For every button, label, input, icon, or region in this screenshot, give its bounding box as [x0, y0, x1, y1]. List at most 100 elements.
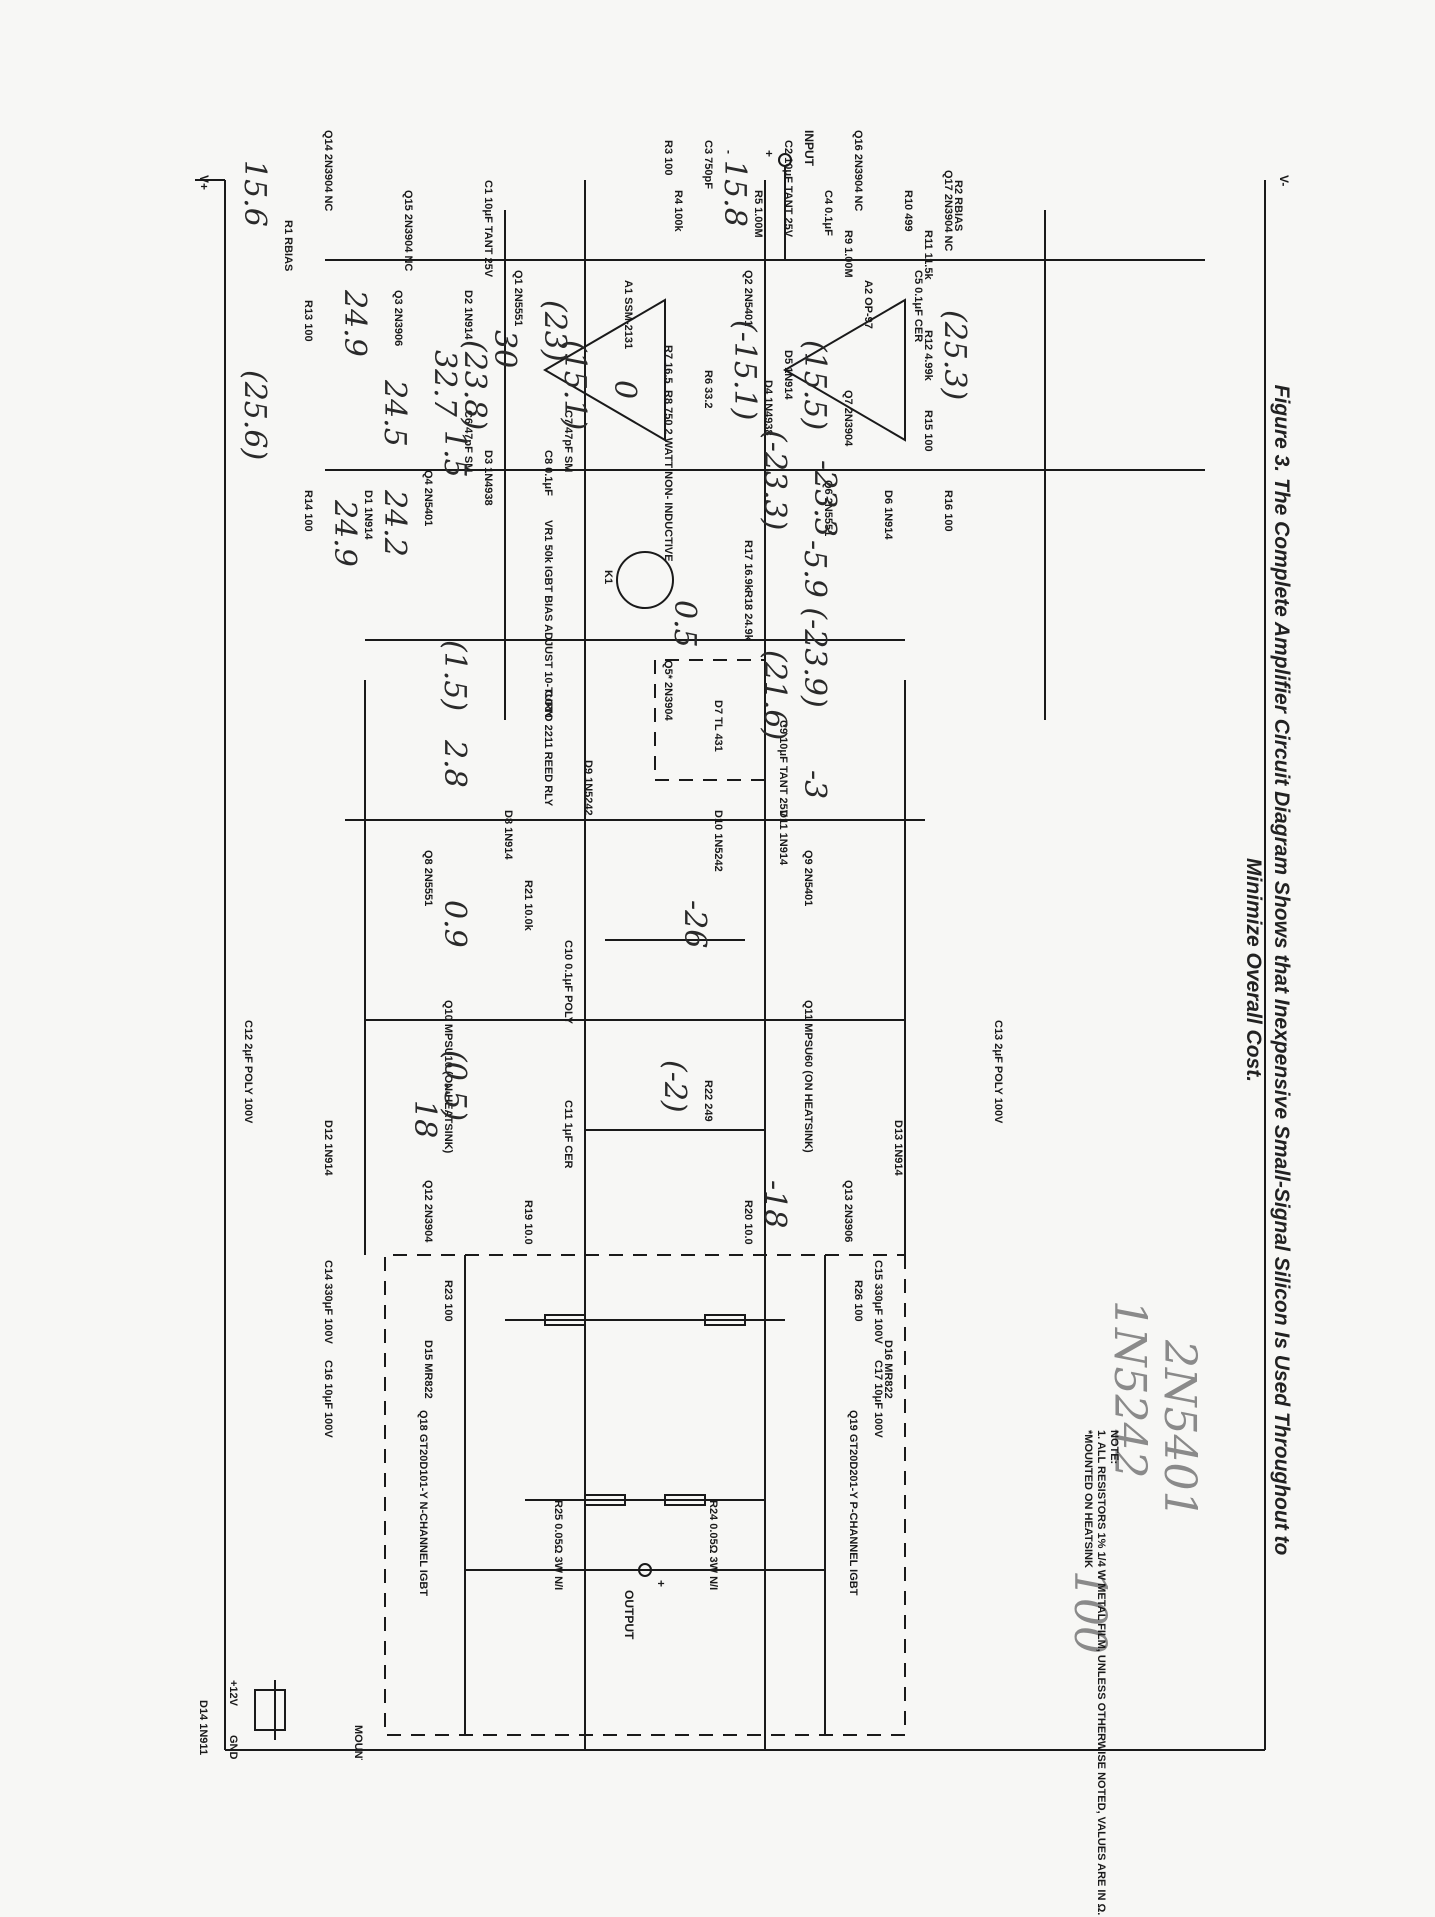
- vminus-label-bottom: V-: [1277, 175, 1291, 186]
- r10-label: R10 499: [902, 190, 914, 232]
- q4-label: Q4 2N5401: [422, 470, 434, 526]
- c3-label: C3 750pF: [702, 140, 714, 189]
- q7-label: Q7 2N3904: [842, 390, 854, 447]
- c10-label: C10 0.1μF POLY: [562, 940, 574, 1025]
- c6-label: C6 47pF SM: [462, 410, 474, 472]
- relay-k1: [616, 551, 674, 609]
- r11-label: R11 11.5k: [922, 230, 934, 280]
- r13-label: R13 100: [302, 300, 314, 342]
- d2-label: D2 1N914: [462, 290, 474, 340]
- r23-label: R23 100: [442, 1280, 454, 1322]
- r26-label: R26 100: [852, 1280, 864, 1322]
- q2-label: Q2 2N5401: [742, 270, 754, 326]
- output-terminal[interactable]: [638, 1563, 652, 1577]
- hand-n27: (25.3): [937, 310, 972, 400]
- c7-label: C7 47pF SM: [562, 410, 574, 472]
- hand-n26: (15.5): [797, 340, 832, 430]
- caption-line1: Figure 3. The Complete Amplifier Circuit…: [1270, 384, 1293, 1556]
- d16-label: D16 MR822: [882, 1340, 894, 1399]
- note-line2: *MOUNTED ON HEATSINK: [1082, 1430, 1094, 1568]
- d5-label: D5 1N914: [782, 350, 794, 400]
- q13-label: Q13 2N3906: [842, 1180, 854, 1242]
- vr1-label: VR1 50k IGBT BIAS ADJUST 10-TURN: [542, 520, 554, 718]
- hand-n4: 24.5: [377, 379, 412, 447]
- relay-supply: [254, 1680, 286, 1740]
- c9-label: C9 10μF TANT 25V: [777, 720, 789, 818]
- c16-label: C16 10μF 100V: [322, 1360, 334, 1438]
- c1-label: C1 10μF TANT 25V: [482, 180, 494, 278]
- c12-label: C12 2μF POLY 100V: [242, 1020, 254, 1124]
- hand-n21: -23.3: [807, 460, 842, 537]
- hand-n1: (25.6): [237, 370, 272, 460]
- q17-label: Q17 2N3904 NC: [942, 170, 954, 251]
- rotated-schematic-frame: V+ V- MOUNTED ON HEATSINK OUTPUT +: [185, 120, 1325, 1760]
- hand-n33: 1N5242: [1104, 1300, 1155, 1478]
- input-plus-label: +: [762, 150, 776, 157]
- q9-label: Q9 2N5401: [802, 850, 814, 906]
- hand-n14: (-2): [657, 1060, 692, 1113]
- amplifier-schematic: V+ V- MOUNTED ON HEATSINK OUTPUT +: [195, 130, 1291, 1760]
- r5-label: R5 1.00M: [752, 190, 764, 238]
- r18-label: R18 24.9k: [742, 590, 754, 642]
- d4-label: D4 1N4938: [762, 380, 774, 436]
- r8-label: R8 750 2 WATT NON- INDUCTIVE: [662, 390, 674, 562]
- d9-label: D9 1N5242: [582, 760, 594, 816]
- hand-n16: -3: [797, 770, 832, 799]
- hand-n18: 0.5: [667, 600, 702, 648]
- hand-n5: 24.9: [337, 289, 372, 357]
- schematic-note: NOTE: 1. ALL RESISTORS 1% 1/4 W METAL FI…: [1082, 1430, 1120, 1915]
- opamp-a1: [783, 298, 906, 442]
- input-label: INPUT: [802, 130, 816, 167]
- r19-label: R19 10.0: [522, 1200, 534, 1245]
- q6-label: Q6 2N5551: [822, 480, 834, 536]
- q10-label: Q10 MPSU10 (ON HEATSINK): [442, 1000, 454, 1154]
- d3-label: D3 1N4938: [482, 450, 494, 506]
- hand-n24: 30: [487, 330, 522, 368]
- figure-caption: Figure 3. The Complete Amplifier Circuit…: [1215, 150, 1295, 1790]
- hand-n23: (15.1): [557, 340, 592, 430]
- q11-label: Q11 MPSU60 (ON HEATSINK): [802, 1000, 814, 1153]
- r12-label: R12 4.99k: [922, 330, 934, 382]
- opamp-a2: [543, 298, 666, 442]
- r22-label: R22 249: [702, 1080, 714, 1122]
- hand-n22: (23): [537, 300, 572, 362]
- a2-label: A2 OP-97: [862, 280, 874, 329]
- r16-label: R16 100: [942, 490, 954, 532]
- hand-n2: 24.9: [327, 499, 362, 567]
- c15-label: C15 330μF 100V: [872, 1260, 884, 1344]
- input-stage: [325, 153, 1205, 720]
- r9-label: R9 1.00M: [842, 230, 854, 278]
- d13-label: D13 1N914: [892, 1120, 904, 1177]
- c13-label: C13 2μF POLY 100V: [992, 1020, 1004, 1124]
- d14-label: D14 1N911: [197, 1700, 209, 1755]
- r15-label: R15 100: [922, 410, 934, 452]
- c11-label: C11 1μF CER: [562, 1100, 574, 1169]
- q3-label: Q3 2N3906: [392, 290, 404, 346]
- handwritten-notes: (25.6) 24.9 24.2 24.5 24.9 32.7 (23.8) 1…: [237, 160, 1205, 1654]
- r25-label: R25 0.05Ω 3W N/I: [552, 1500, 564, 1590]
- c4-label: C4 0.1μF: [822, 190, 834, 236]
- d8-label: D8 1N914: [502, 810, 514, 860]
- r17-label: R17 16.9k: [742, 540, 754, 592]
- gnd-label: GND: [227, 1735, 239, 1760]
- hand-n8: 1.5: [437, 430, 472, 478]
- d7-label: D7 TL 431: [712, 700, 724, 752]
- k1-label: COTO 2211 REED RLY: [542, 690, 554, 807]
- q18-label: Q18 GT20D101-Y N-CHANNEL IGBT: [417, 1410, 429, 1596]
- hand-n29: 15.8: [717, 160, 752, 227]
- r3-label: R3 100: [662, 140, 674, 175]
- d11-label: D11 1N914: [777, 810, 789, 866]
- heatsink-box: [384, 1254, 906, 1736]
- input-minus-label: -: [722, 150, 736, 154]
- hand-n10: 2.8: [437, 739, 472, 788]
- r6-label: R6 33.2: [702, 370, 714, 409]
- a1-label: A1 SSM-2131: [622, 280, 634, 349]
- q14-label: Q14 2N3904 NC: [322, 130, 334, 211]
- r7-label: R7 16.5: [662, 345, 674, 384]
- c2-label: C2 10μF TANT 25V: [782, 140, 794, 238]
- hand-n11: 0.9: [437, 900, 472, 948]
- hand-n30: 0: [607, 380, 642, 399]
- hand-n15: -26: [677, 900, 712, 948]
- driver-network: [345, 551, 925, 1255]
